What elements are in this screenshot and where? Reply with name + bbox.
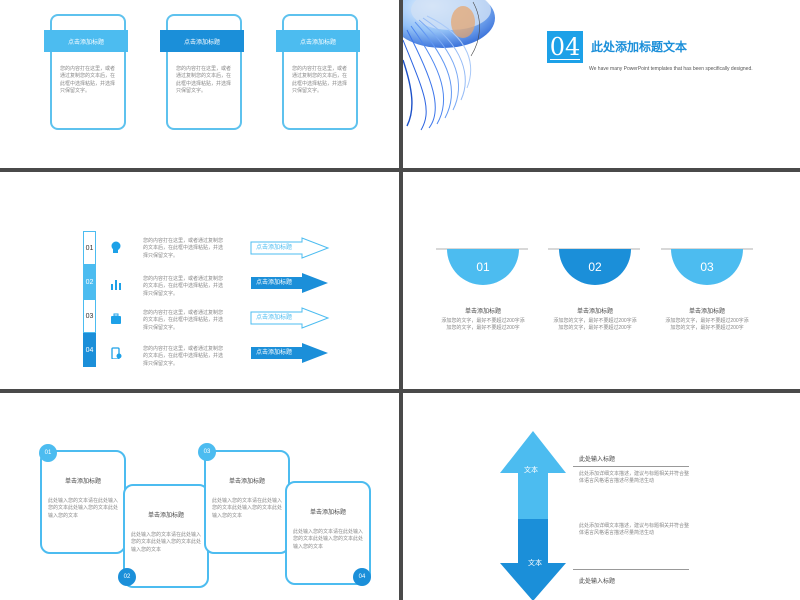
step-text-3: 添加您的文字，最好不要超过200字添加您的文字，最好不要超过200字	[665, 318, 749, 332]
step-circle-1: 01	[447, 249, 519, 285]
list-number-2: 02	[83, 265, 96, 299]
card-2-text: 您的内容打在这里，或者通过复制您的文本后，在此框中选择粘贴，并选择只保留文字。	[176, 66, 232, 94]
zigzag-badge-1: 01	[39, 444, 57, 462]
arrow-text-3: 点击添加标题	[256, 315, 293, 321]
list-text-3: 您的内容打在这里，或者通过复制您的文本后，在此框中选择粘贴，并选择只保留文字。	[143, 310, 224, 331]
step-circle-3: 03	[671, 249, 743, 285]
top-title: 此处输入标题	[579, 457, 616, 463]
slide-cards: 点击添加标题 您的内容打在这里，或者通过复制您的文本后，在此框中选择粘贴，并选择…	[0, 0, 399, 168]
number-underline	[550, 59, 580, 60]
zigzag-badge-2: 02	[118, 568, 136, 586]
card-3-text: 您的内容打在这里，或者通过复制您的文本后，在此框中选择粘贴，并选择只保留文字。	[292, 66, 348, 94]
zigzag-card-1: 单击添加标题 此处输入您的文本请在此处输入您的文本此处输入您的文本此处输入您的文…	[40, 450, 126, 554]
list-number-1: 01	[83, 231, 96, 265]
list-number-3: 03	[83, 299, 96, 333]
zigzag-text-2: 此处输入您的文本请在此处输入您的文本此处输入您的文本此处输入您的文本	[131, 532, 202, 553]
list-text-1: 您的内容打在这里，或者通过复制您的文本后，在此框中选择粘贴，并选择只保留文字。	[143, 238, 224, 259]
step-title-3: 单击添加标题	[688, 309, 725, 315]
arrow-text-2: 点击添加标题	[256, 280, 293, 286]
zigzag-card-3: 单击添加标题 此处输入您的文本请在此处输入您的文本此处输入您的文本此处输入您的文…	[204, 450, 290, 554]
bottom-divider	[573, 569, 689, 570]
slide-double-arrow: 文本 文本 此处输入标题 此处添加详细文本描述，建议与标题相关并符合整体语言风格…	[403, 393, 800, 600]
arrow-text-1: 点击添加标题	[256, 245, 293, 251]
top-divider	[573, 466, 689, 467]
bottom-text: 此处添加详细文本描述，建议与标题相关并符合整体语言风格语言描述尽量简洁生动	[579, 523, 690, 537]
list-number-4: 04	[83, 333, 96, 367]
card-2-title: 点击添加标题	[160, 30, 244, 52]
bottom-title: 此处输入标题	[579, 579, 616, 585]
step-title-1: 单击添加标题	[464, 309, 501, 315]
zigzag-title-2: 单击添加标题	[147, 513, 184, 519]
card-3-title: 点击添加标题	[276, 30, 360, 52]
step-block-2: 单击添加标题 添加您的文字，最好不要超过200字添加您的文字，最好不要超过200…	[551, 306, 639, 333]
zigzag-text-3: 此处输入您的文本请在此处输入您的文本此处输入您的文本此处输入您的文本	[212, 498, 283, 519]
arrow-down-label: 文本	[528, 560, 542, 567]
arrow-label-1: 点击添加标题	[250, 237, 330, 259]
top-text: 此处添加详细文本描述，建议与标题相关并符合整体语言风格语言描述尽量简洁生动	[579, 471, 690, 485]
step-block-3: 单击添加标题 添加您的文字，最好不要超过200字添加您的文字，最好不要超过200…	[663, 306, 751, 333]
step-text-1: 添加您的文字，最好不要超过200字添加您的文字，最好不要超过200字	[441, 318, 525, 332]
slide-zigzag-cards: 单击添加标题 此处输入您的文本请在此处输入您的文本此处输入您的文本此处输入您的文…	[0, 393, 399, 600]
zigzag-card-2: 单击添加标题 此处输入您的文本请在此处输入您的文本此处输入您的文本此处输入您的文…	[123, 484, 209, 588]
double-arrow-graphic	[500, 431, 566, 600]
arrow-label-4: 点击添加标题	[250, 342, 330, 364]
section-subtitle: We have many PowerPoint templates that h…	[589, 66, 753, 72]
zigzag-title-4: 单击添加标题	[309, 510, 346, 516]
zigzag-title-3: 单击添加标题	[228, 479, 265, 485]
section-title: 此处添加标题文本	[591, 40, 688, 54]
section-number: 04	[547, 31, 583, 63]
slide-three-steps: 01 02 03 单击添加标题 添加您的文字，最好不要超过200字添加您的文字，…	[403, 172, 800, 389]
arrow-label-2: 点击添加标题	[250, 272, 330, 294]
text-card-2: 点击添加标题 您的内容打在这里，或者通过复制您的文本后，在此框中选择粘贴，并选择…	[160, 14, 244, 130]
list-text-4: 您的内容打在这里，或者通过复制您的文本后，在此框中选择粘贴，并选择只保留文字。	[143, 346, 224, 367]
zigzag-text-4: 此处输入您的文本请在此处输入您的文本此处输入您的文本此处输入您的文本	[293, 529, 364, 550]
zigzag-card-4: 单击添加标题 此处输入您的文本请在此处输入您的文本此处输入您的文本此处输入您的文…	[285, 481, 371, 585]
phone-icon	[110, 347, 122, 360]
chat-head-icon	[110, 241, 122, 253]
bar-chart-icon	[110, 278, 122, 290]
zigzag-text-1: 此处输入您的文本请在此处输入您的文本此处输入您的文本此处输入您的文本	[48, 498, 119, 519]
zigzag-badge-4: 04	[353, 568, 371, 586]
arrow-up-label: 文本	[524, 467, 538, 474]
list-text-2: 您的内容打在这里，或者通过复制您的文本后，在此框中选择粘贴，并选择只保留文字。	[143, 276, 224, 297]
card-1-text: 您的内容打在这里，或者通过复制您的文本后，在此框中选择粘贴，并选择只保留文字。	[60, 66, 116, 94]
step-title-2: 单击添加标题	[576, 309, 613, 315]
step-text-2: 添加您的文字，最好不要超过200字添加您的文字，最好不要超过200字	[553, 318, 637, 332]
text-card-1: 点击添加标题 您的内容打在这里，或者通过复制您的文本后，在此框中选择粘贴，并选择…	[44, 14, 128, 130]
card-1-title: 点击添加标题	[44, 30, 128, 52]
step-block-1: 单击添加标题 添加您的文字，最好不要超过200字添加您的文字，最好不要超过200…	[439, 306, 527, 333]
zigzag-badge-3: 03	[198, 443, 216, 461]
arrow-text-4: 点击添加标题	[256, 350, 293, 356]
text-card-3: 点击添加标题 您的内容打在这里，或者通过复制您的文本后，在此框中选择粘贴，并选择…	[276, 14, 360, 130]
step-circle-2: 02	[559, 249, 631, 285]
slide-section-title: 04 此处添加标题文本 We have many PowerPoint temp…	[403, 0, 800, 168]
arrow-label-3: 点击添加标题	[250, 307, 330, 329]
swirl-decoration	[403, 0, 495, 131]
slide-numbered-list: 01 02 03 04 您的内容打在这里，或者通过复制您的文本后，在此框中选择粘…	[0, 172, 399, 389]
zigzag-title-1: 单击添加标题	[64, 479, 101, 485]
briefcase-icon	[110, 313, 122, 325]
